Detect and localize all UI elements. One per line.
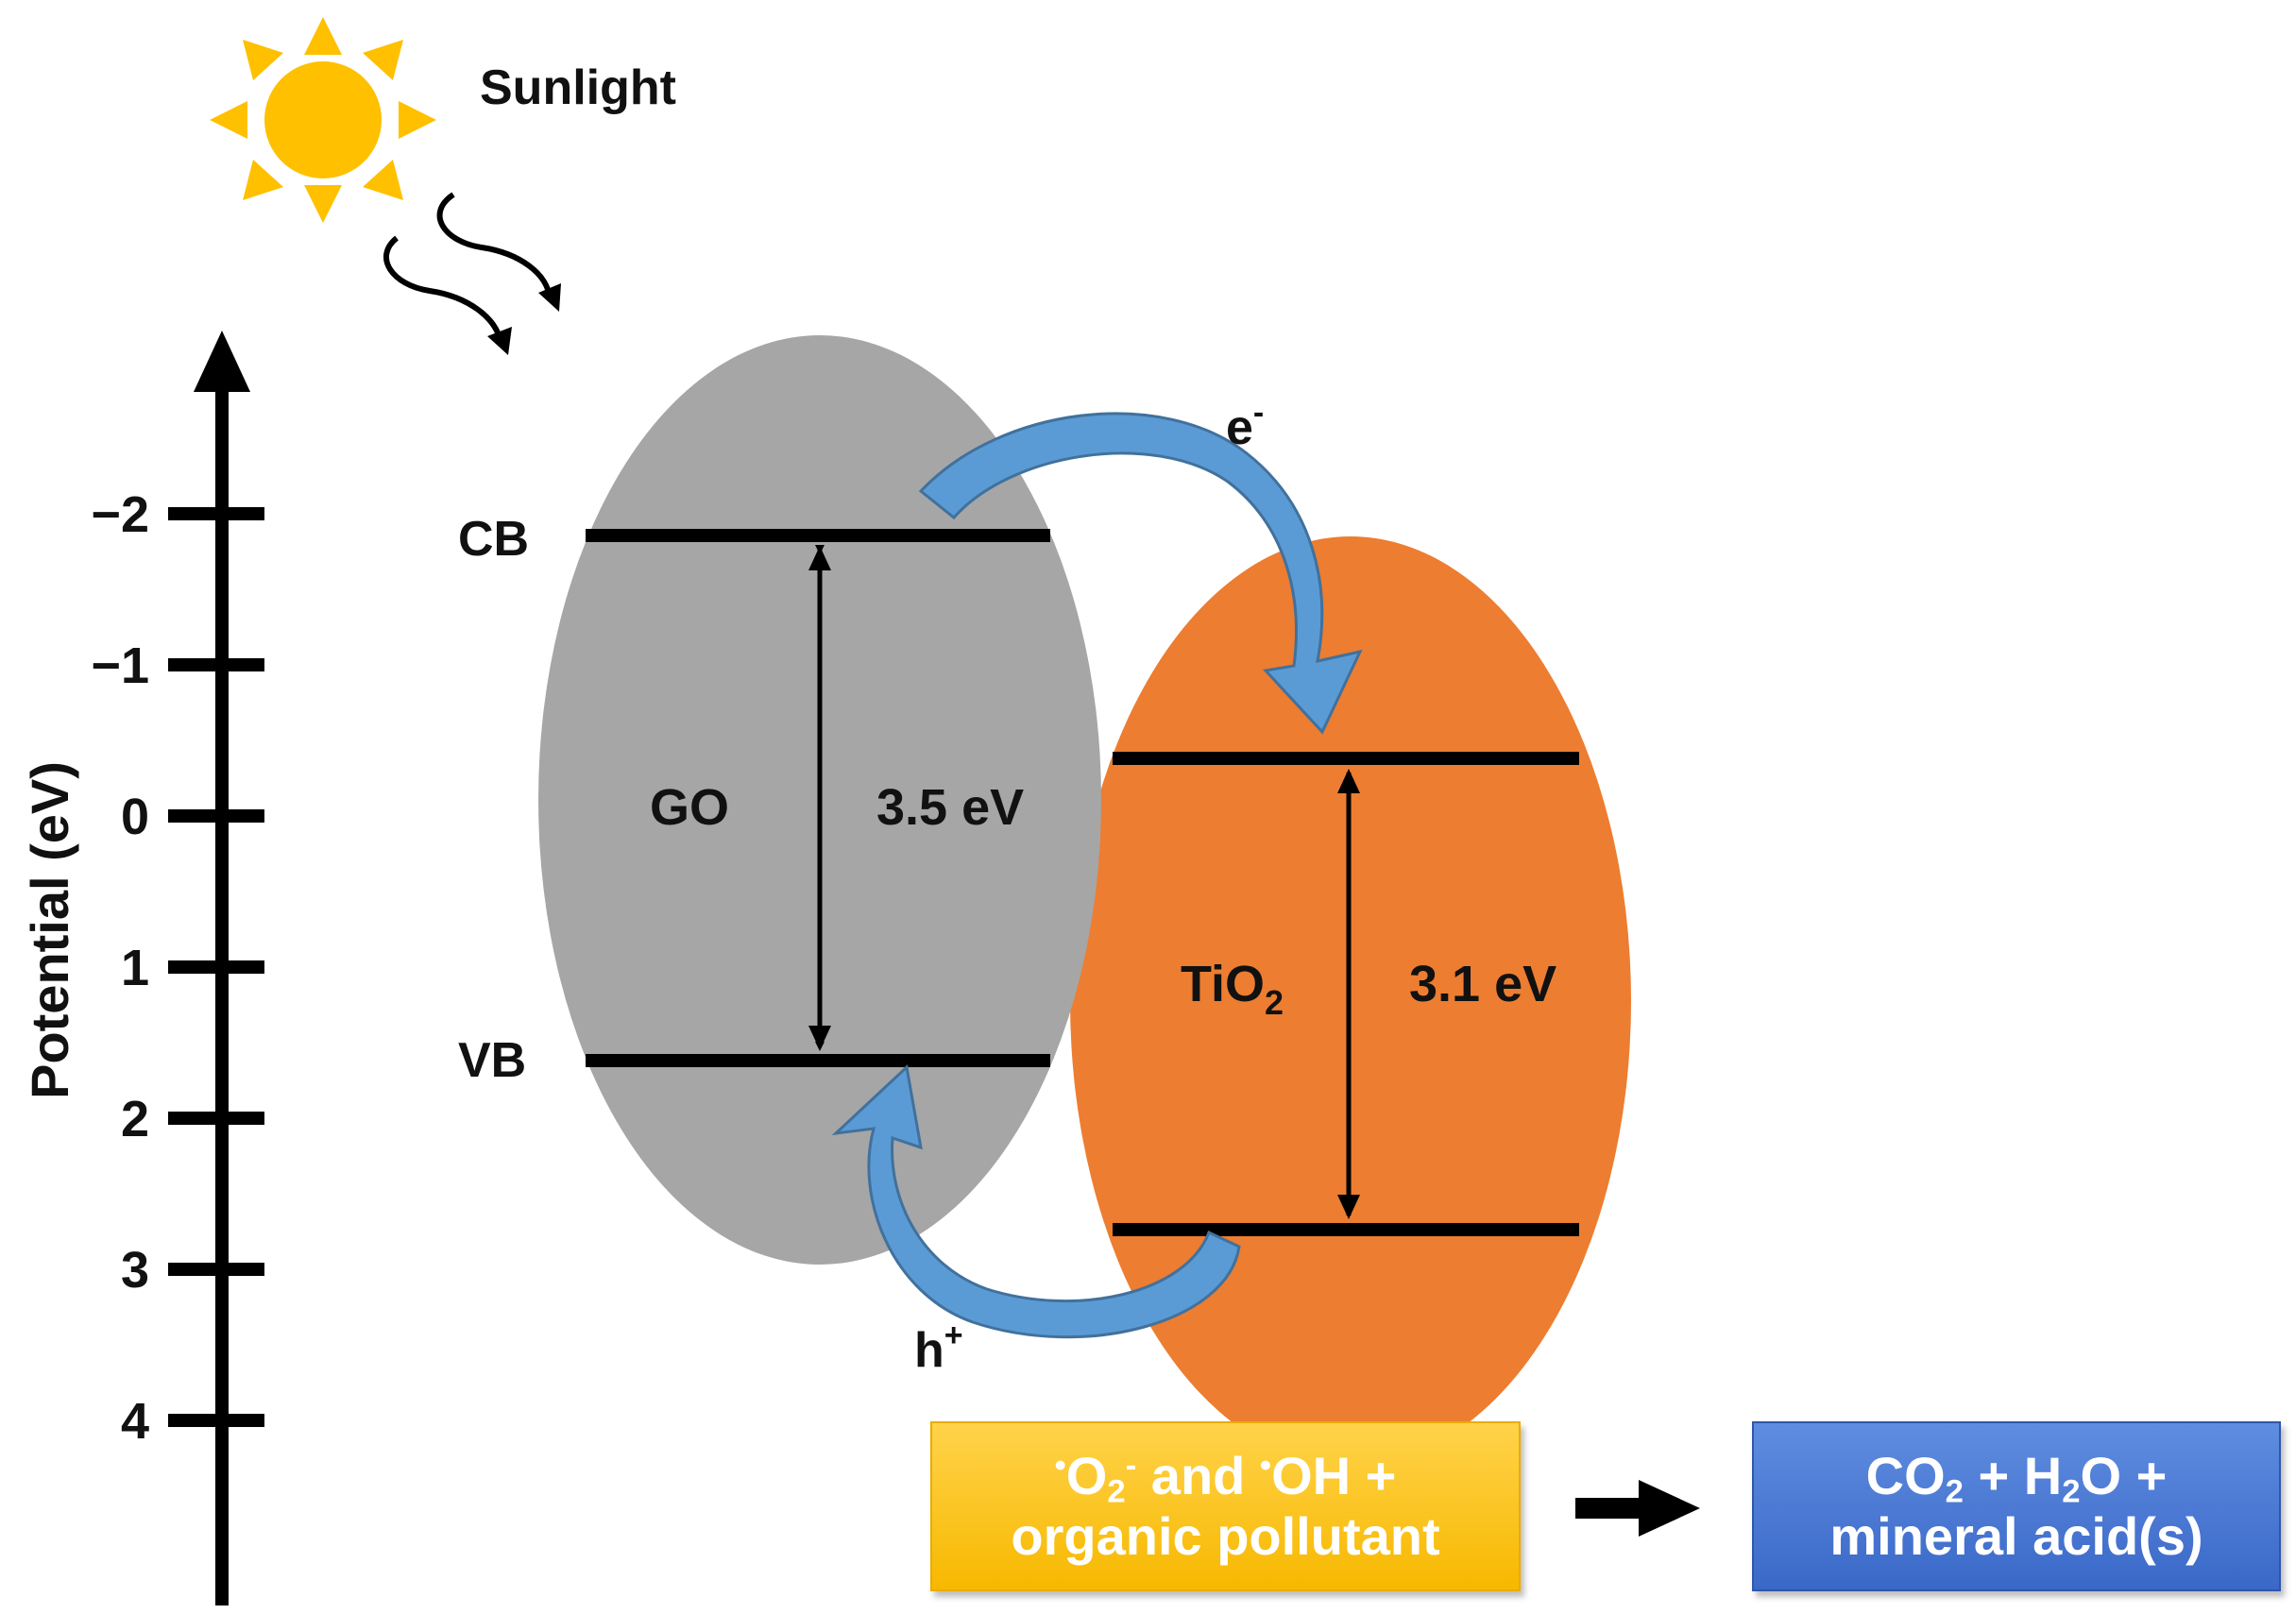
potential-axis <box>168 331 264 1606</box>
reactants-box: •O2- and •OH + organic pollutant <box>930 1421 1521 1591</box>
tio2-label: TiO2 <box>1181 956 1284 1022</box>
hole-label: h+ <box>914 1317 963 1378</box>
reactants-line2: organic pollutant <box>1011 1506 1440 1566</box>
products-box: CO2 + H2O + mineral acid(s) <box>1752 1421 2281 1591</box>
axis-tick-labels: −2 −1 0 1 2 3 4 <box>91 486 149 1450</box>
sunlight-ray-icon <box>383 192 561 355</box>
cb-label: CB <box>458 512 529 567</box>
sunlight-label: Sunlight <box>480 60 676 115</box>
tick-label: 1 <box>121 940 149 996</box>
tick-label: 3 <box>121 1242 149 1299</box>
go-gap-label: 3.5 eV <box>876 779 1024 836</box>
tick-label: 0 <box>121 789 149 845</box>
axis-title: Potential (eV) <box>20 761 79 1099</box>
electron-transfer-arrow <box>918 412 1363 735</box>
reactants-line1: •O2- and •OH + <box>1054 1445 1397 1510</box>
electron-label: e- <box>1226 395 1264 455</box>
tick-label: −2 <box>91 486 149 543</box>
products-line1: CO2 + H2O + <box>1865 1445 2168 1510</box>
sun-icon <box>210 17 436 223</box>
reaction-arrow <box>1575 1480 1700 1537</box>
tick-label: 2 <box>121 1091 149 1147</box>
products-line2: mineral acid(s) <box>1829 1506 2203 1566</box>
vb-label: VB <box>458 1033 526 1088</box>
tick-label: −1 <box>91 637 149 694</box>
hole-transfer-arrow <box>831 1064 1241 1339</box>
tio2-gap-label: 3.1 eV <box>1409 956 1556 1012</box>
go-label: GO <box>650 779 729 836</box>
tick-label: 4 <box>121 1393 149 1450</box>
